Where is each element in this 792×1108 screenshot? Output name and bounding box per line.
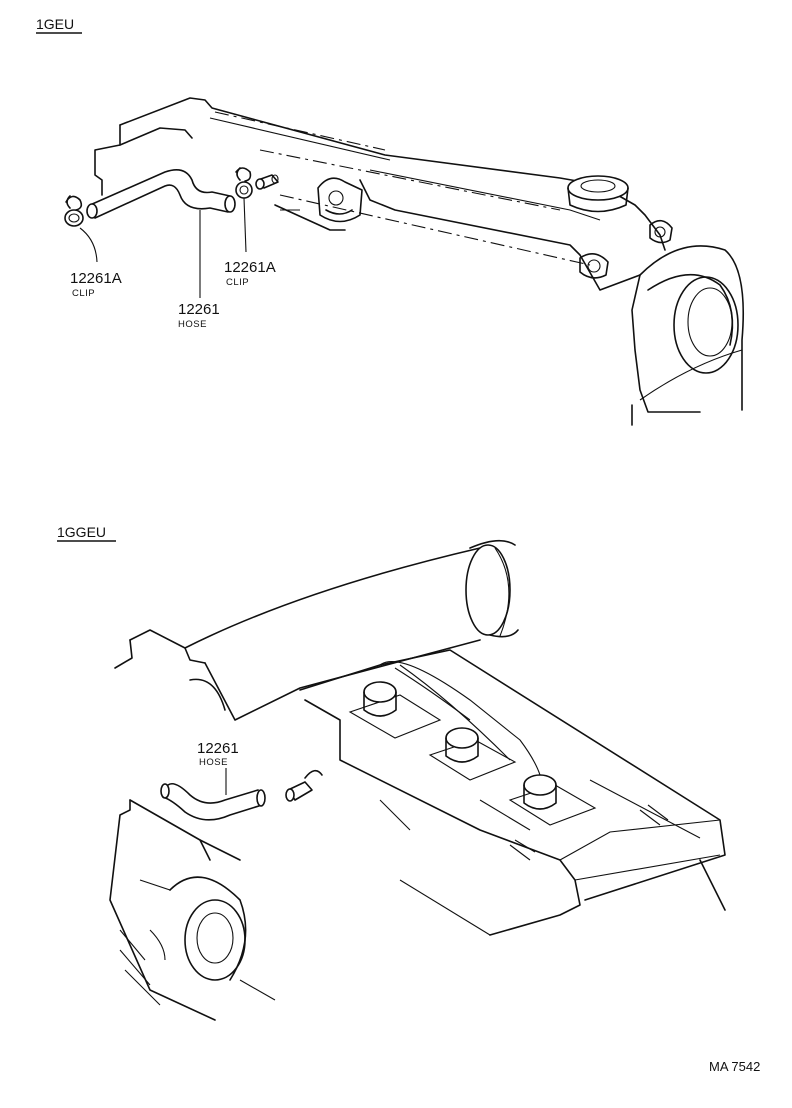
cam-cover-drawing [94, 97, 745, 426]
engine-top-drawing [109, 539, 726, 1021]
section-1geu: 1GEU [36, 16, 745, 426]
hose-12261-1ggeu [160, 782, 266, 821]
part-number-clip-left: 12261A [70, 270, 122, 287]
part-number-hose-1ggeu: 12261 [197, 740, 239, 757]
union-fitting-1ggeu [285, 769, 323, 802]
part-name-hose: HOSE [178, 319, 207, 330]
hose-12261-1geu [86, 169, 236, 219]
nipple-fitting-1geu [255, 174, 279, 190]
part-name-clip-right: CLIP [226, 277, 249, 288]
part-name-hose-1ggeu: HOSE [199, 757, 228, 768]
part-name-clip-left: CLIP [72, 288, 95, 299]
part-number-hose: 12261 [178, 301, 220, 318]
leader-clip-left [79, 227, 98, 263]
clip-left-1geu [64, 195, 84, 227]
diagram-reference: MA 7542 [709, 1059, 760, 1074]
part-number-clip-right: 12261A [224, 259, 276, 276]
section-title-1ggeu: 1GGEU [57, 524, 106, 540]
leader-clip-right [243, 197, 247, 253]
section-title-1geu: 1GEU [36, 16, 74, 32]
section-1ggeu: 1GGEU [57, 524, 726, 1021]
clip-right-1geu [235, 167, 253, 199]
